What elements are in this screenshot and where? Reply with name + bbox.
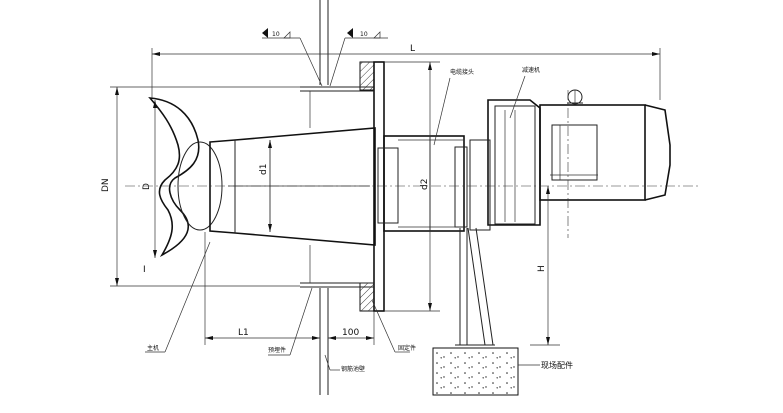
dim-H-label: H (537, 265, 547, 272)
wall-flange (300, 61, 385, 312)
main-motor-body (209, 127, 376, 246)
dim-d2-label: d2 (420, 179, 430, 190)
embedded-ring-label: 预埋件 (268, 346, 286, 354)
dim-L1-label: L1 (238, 328, 249, 338)
wall-sleeve-label: 固定件 (398, 344, 416, 352)
reducer-label: 减速机 (522, 66, 540, 74)
weld-left-size: 10 (272, 31, 280, 38)
reducer-body (469, 99, 541, 231)
dim-minor-mark: I (143, 265, 146, 275)
cable-connector-label: 电缆接头 (450, 68, 474, 76)
steel-wall-label: 钢筋池壁 (341, 365, 365, 373)
callout-steel-wall: 钢筋池壁 (324, 354, 365, 373)
dim-DN-label: DN (101, 178, 111, 192)
dimension-d2: d2 (384, 61, 440, 312)
pool-wall (319, 0, 329, 395)
callout-wall-sleeve: 固定件 (371, 299, 416, 353)
callout-reducer: 减速机 (509, 66, 540, 119)
dim-D-label: D (142, 183, 152, 190)
weld-right-size: 10 (360, 31, 368, 38)
dimension-H: H (530, 186, 560, 346)
dimension-L1: L1 (204, 232, 320, 345)
dimension-100: 100 (328, 311, 375, 345)
dimension-d1: d1 (259, 140, 272, 232)
callout-cable-connector: 电缆接头 (433, 68, 474, 146)
dimension-D: D I (142, 100, 157, 275)
site-fitting-label: 现场配件 (541, 360, 573, 370)
dim-100-label: 100 (342, 328, 359, 338)
drive-motor (539, 89, 671, 201)
dimension-L: L (151, 44, 661, 100)
callout-embedded-ring: 预埋件 (268, 287, 313, 356)
weld-symbol-left: 10 (262, 28, 323, 87)
weld-symbol-right: 10 (329, 28, 388, 87)
callout-site-fitting: 现场配件 (518, 360, 573, 370)
dim-L-label: L (410, 44, 415, 54)
callout-main-unit: 主机 (145, 241, 211, 353)
dim-d1-label: d1 (259, 164, 269, 175)
support-stand (432, 227, 519, 396)
main-unit-label: 主机 (147, 344, 159, 352)
